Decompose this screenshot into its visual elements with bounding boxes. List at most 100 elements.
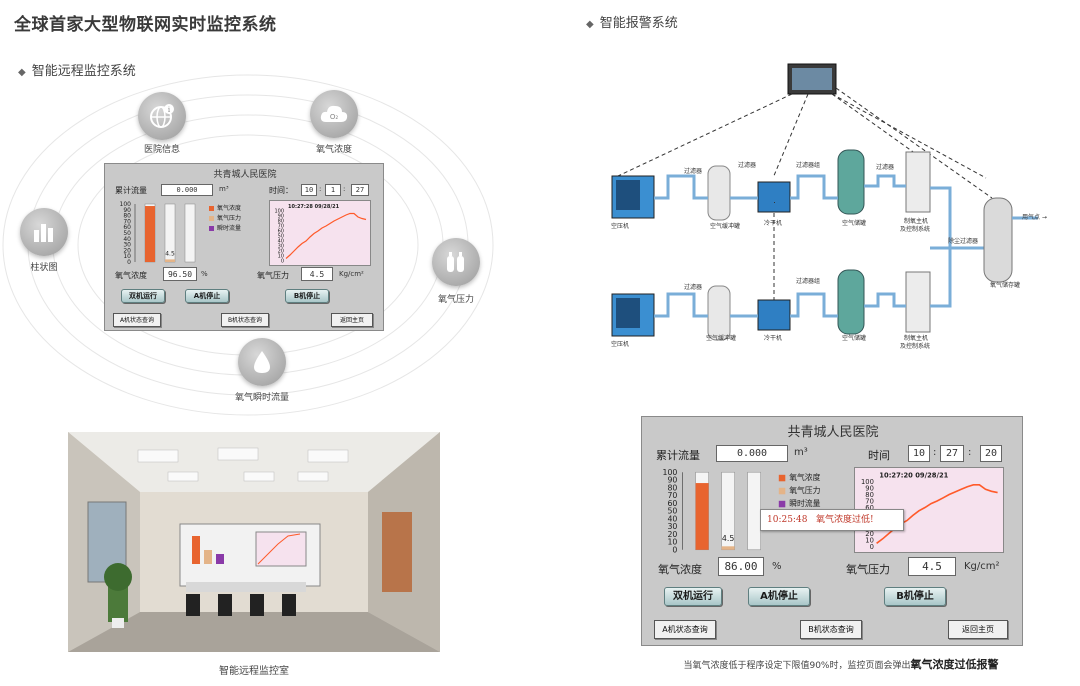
hmi-small-time-hour: 10 bbox=[301, 184, 317, 196]
control-room-photo bbox=[68, 432, 440, 652]
legend-label: 氧气压力 bbox=[789, 485, 820, 495]
y-tick-label: 10 bbox=[123, 253, 131, 260]
orbit-label-hospital-info: 医院信息 bbox=[143, 145, 180, 155]
alarm-note-emphasis: 氧气浓度过低报警 bbox=[910, 658, 999, 671]
label-dryer-bottom: 冷干机 bbox=[764, 335, 783, 342]
hmi-large-cumulative-unit: m³ bbox=[794, 447, 808, 458]
y-tick-label: 0 bbox=[672, 545, 677, 554]
label-oxygen-tank: 氧气储存罐 bbox=[990, 282, 1021, 289]
y-tick-label: 40 bbox=[667, 514, 677, 523]
line-series bbox=[285, 212, 367, 259]
svg-text:i: i bbox=[168, 106, 171, 114]
hmi-small-cumulative-label: 累计流量 bbox=[115, 186, 147, 195]
legend-label: 瞬时流量 bbox=[217, 224, 241, 232]
diamond-bullet-icon: ◆ bbox=[18, 67, 26, 78]
y-tick-label: 80 bbox=[667, 483, 677, 492]
control-room-illustration bbox=[68, 432, 440, 652]
line-y-tick-label: 80 bbox=[278, 219, 284, 225]
globe-info-icon: i bbox=[138, 92, 186, 140]
line-y-tick-label: 100 bbox=[274, 209, 284, 215]
y-tick-label: 80 bbox=[123, 213, 131, 220]
a-status-button[interactable]: A机状态查询 bbox=[113, 313, 161, 327]
home-button[interactable]: 返回主页 bbox=[331, 313, 373, 327]
orbit-label-bar-chart: 柱状图 bbox=[30, 263, 58, 273]
label-dryer-top: 冷干机 bbox=[764, 220, 783, 227]
page-title: 全球首家大型物联网实时监控系统 bbox=[14, 15, 277, 35]
line-y-tick-label: 100 bbox=[861, 478, 874, 486]
legend-label: 氧气浓度 bbox=[789, 472, 820, 482]
label-air-tank-bottom: 空气储罐 bbox=[842, 335, 867, 342]
alarm-note-text: 当氧气浓度低于程序设定下限值90%时，监控页面会弹出 bbox=[683, 661, 911, 671]
hmi-small-conc-label: 氧气浓度 bbox=[115, 271, 147, 280]
label-air-buffer-top: 空气缓冲罐 bbox=[710, 223, 741, 230]
bar-data-label: 4.5 bbox=[722, 534, 734, 543]
line-y-tick-label: 20 bbox=[278, 249, 284, 255]
legend-swatch bbox=[209, 216, 214, 221]
b-stop-button[interactable]: B机停止 bbox=[285, 289, 329, 303]
y-tick-label: 0 bbox=[127, 259, 131, 266]
label-filter-3: 过滤器 bbox=[876, 164, 895, 171]
hmi-large-time-minute: 27 bbox=[940, 445, 964, 462]
line-y-tick-label: 90 bbox=[278, 214, 284, 220]
y-tick-label: 30 bbox=[667, 522, 677, 531]
b-status-button-large[interactable]: B机状态查询 bbox=[800, 620, 862, 639]
line-y-tick-label: 60 bbox=[865, 504, 874, 512]
b-status-button[interactable]: B机状态查询 bbox=[221, 313, 269, 327]
alarm-popup[interactable]: 10:25:48 氧气浓度过低! bbox=[760, 509, 904, 531]
hmi-small-time-label: 时间： bbox=[269, 186, 293, 195]
line-y-tick-label: 50 bbox=[278, 234, 284, 240]
hmi-large-time-hour: 10 bbox=[908, 445, 930, 462]
y-tick-label: 20 bbox=[667, 530, 677, 539]
line-y-tick-label: 20 bbox=[865, 530, 874, 538]
hmi-small-cumulative-unit: m³ bbox=[219, 185, 229, 193]
line-y-tick-label: 30 bbox=[278, 244, 284, 250]
hmi-large-time-second: 20 bbox=[980, 445, 1002, 462]
label-filter-group: 过滤器组 bbox=[796, 162, 821, 169]
hmi-small-pressure-value: 4.5 bbox=[301, 267, 333, 281]
caption-control-room: 智能远程监控室 bbox=[219, 666, 289, 677]
label-oxygen-host-top-2: 及控制系统 bbox=[900, 226, 931, 233]
section-title-remote: ◆智能远程监控系统 bbox=[18, 60, 136, 79]
orbit-label-oxygen-concentration: 氧气浓度 bbox=[315, 145, 352, 155]
y-tick-label: 70 bbox=[123, 218, 131, 225]
bar-chart-icon bbox=[20, 208, 68, 256]
a-stop-button[interactable]: A机停止 bbox=[185, 289, 229, 303]
a-stop-button-large[interactable]: A机停止 bbox=[748, 587, 810, 606]
line-y-tick-label: 40 bbox=[278, 239, 284, 245]
hmi-large-cumulative-label: 累计流量 bbox=[656, 449, 700, 462]
line-y-tick-label: 0 bbox=[870, 543, 874, 551]
dual-run-button[interactable]: 双机运行 bbox=[121, 289, 165, 303]
line-y-tick-label: 60 bbox=[278, 229, 284, 235]
home-button-large[interactable]: 返回主页 bbox=[948, 620, 1008, 639]
a-status-button-large[interactable]: A机状态查询 bbox=[654, 620, 716, 639]
y-tick-label: 50 bbox=[667, 507, 677, 516]
oxygen-cylinder-icon bbox=[432, 238, 480, 286]
hmi-small-conc-unit: % bbox=[201, 270, 208, 278]
section-alarm-label: 智能报警系统 bbox=[599, 16, 678, 31]
y-tick-label: 90 bbox=[123, 207, 131, 214]
line-y-tick-label: 80 bbox=[865, 491, 874, 499]
hmi-large-cumulative-value: 0.000 bbox=[716, 445, 788, 462]
y-tick-label: 90 bbox=[667, 476, 677, 485]
hmi-small-time-minute: 1 bbox=[325, 184, 341, 196]
legend-label: 氧气浓度 bbox=[217, 204, 241, 212]
hmi-large-pressure-value: 4.5 bbox=[908, 557, 956, 576]
legend-label: 瞬时流量 bbox=[789, 498, 820, 508]
dual-run-button-large[interactable]: 双机运行 bbox=[664, 587, 722, 606]
bar-1 bbox=[721, 546, 735, 550]
plot-timestamp: 10:27:20 09/28/21 bbox=[879, 471, 948, 479]
hmi-large-pressure-label: 氧气压力 bbox=[846, 563, 890, 576]
hmi-small-conc-value: 96.50 bbox=[163, 267, 197, 281]
b-stop-button-large[interactable]: B机停止 bbox=[884, 587, 946, 606]
line-y-tick-label: 0 bbox=[281, 259, 284, 265]
label-oxygen-host-bottom-2: 及控制系统 bbox=[900, 343, 931, 350]
y-tick-label: 60 bbox=[123, 224, 131, 231]
orbit-label-oxygen-pressure: 氧气压力 bbox=[437, 295, 474, 305]
bar-0 bbox=[695, 483, 709, 550]
oxygen-process-diagram bbox=[611, 63, 1038, 341]
y-tick-label: 70 bbox=[667, 491, 677, 500]
hmi-small-time-sep: : bbox=[319, 185, 322, 193]
